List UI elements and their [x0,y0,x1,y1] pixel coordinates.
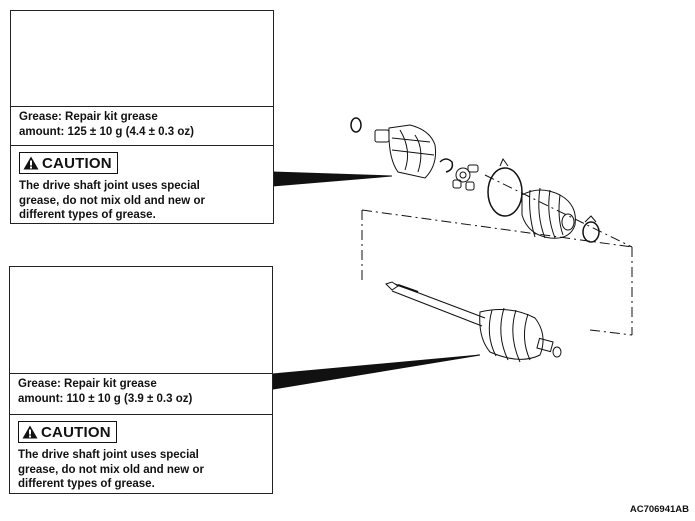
circlip [439,158,454,173]
leader-wedge-bottom [272,354,481,390]
panel-bottom-image-area [10,267,272,374]
panel-top: Grease: Repair kit grease amount: 125 ± … [10,10,274,224]
grease-amount-label: amount: 110 ± 10 g (3.9 ± 0.3 oz) [18,393,193,405]
caution-text-line: grease, do not mix old and new or [19,194,205,207]
caution-badge: CAUTION [19,152,118,174]
caution-badge: CAUTION [18,421,117,443]
joint-boot [521,187,576,239]
caution-text: The drive shaft joint uses special greas… [19,179,265,223]
leader-wedge-top [272,171,393,187]
grease-type-label: Grease: Repair kit grease [18,378,157,390]
document-id: AC706941AB [629,504,689,515]
spider-assembly [452,164,479,191]
boot-band-large [487,167,523,217]
joint-housing-assembly [374,124,436,179]
caution-text-line: grease, do not mix old and new or [18,463,204,476]
caution-triangle-icon [22,425,38,439]
caution-triangle-icon [23,156,39,170]
panel-top-grease-spec: Grease: Repair kit grease amount: 125 ± … [11,106,273,146]
caution-text: The drive shaft joint uses special greas… [18,448,264,492]
exploded-dash-frame [361,174,633,336]
panel-top-caution: CAUTION The drive shaft joint uses speci… [11,146,273,223]
boot-band-small [582,221,600,243]
snap-ring-outer [350,117,362,133]
drive-shaft [385,281,562,363]
caution-label: CAUTION [42,154,112,172]
panel-bottom-caution: CAUTION The drive shaft joint uses speci… [10,415,272,493]
caution-text-line: different types of grease. [18,478,155,490]
grease-amount-label: amount: 125 ± 10 g (4.4 ± 0.3 oz) [19,126,194,138]
caution-text-line: The drive shaft joint uses special [18,449,199,461]
panel-bottom-grease-spec: Grease: Repair kit grease amount: 110 ± … [10,373,272,415]
panel-bottom: Grease: Repair kit grease amount: 110 ± … [9,266,273,494]
caution-label: CAUTION [41,423,111,441]
caution-text-line: The drive shaft joint uses special [19,180,200,192]
caution-text-line: different types of grease. [19,209,156,221]
panel-top-image-area [11,11,273,107]
grease-type-label: Grease: Repair kit grease [19,111,158,123]
